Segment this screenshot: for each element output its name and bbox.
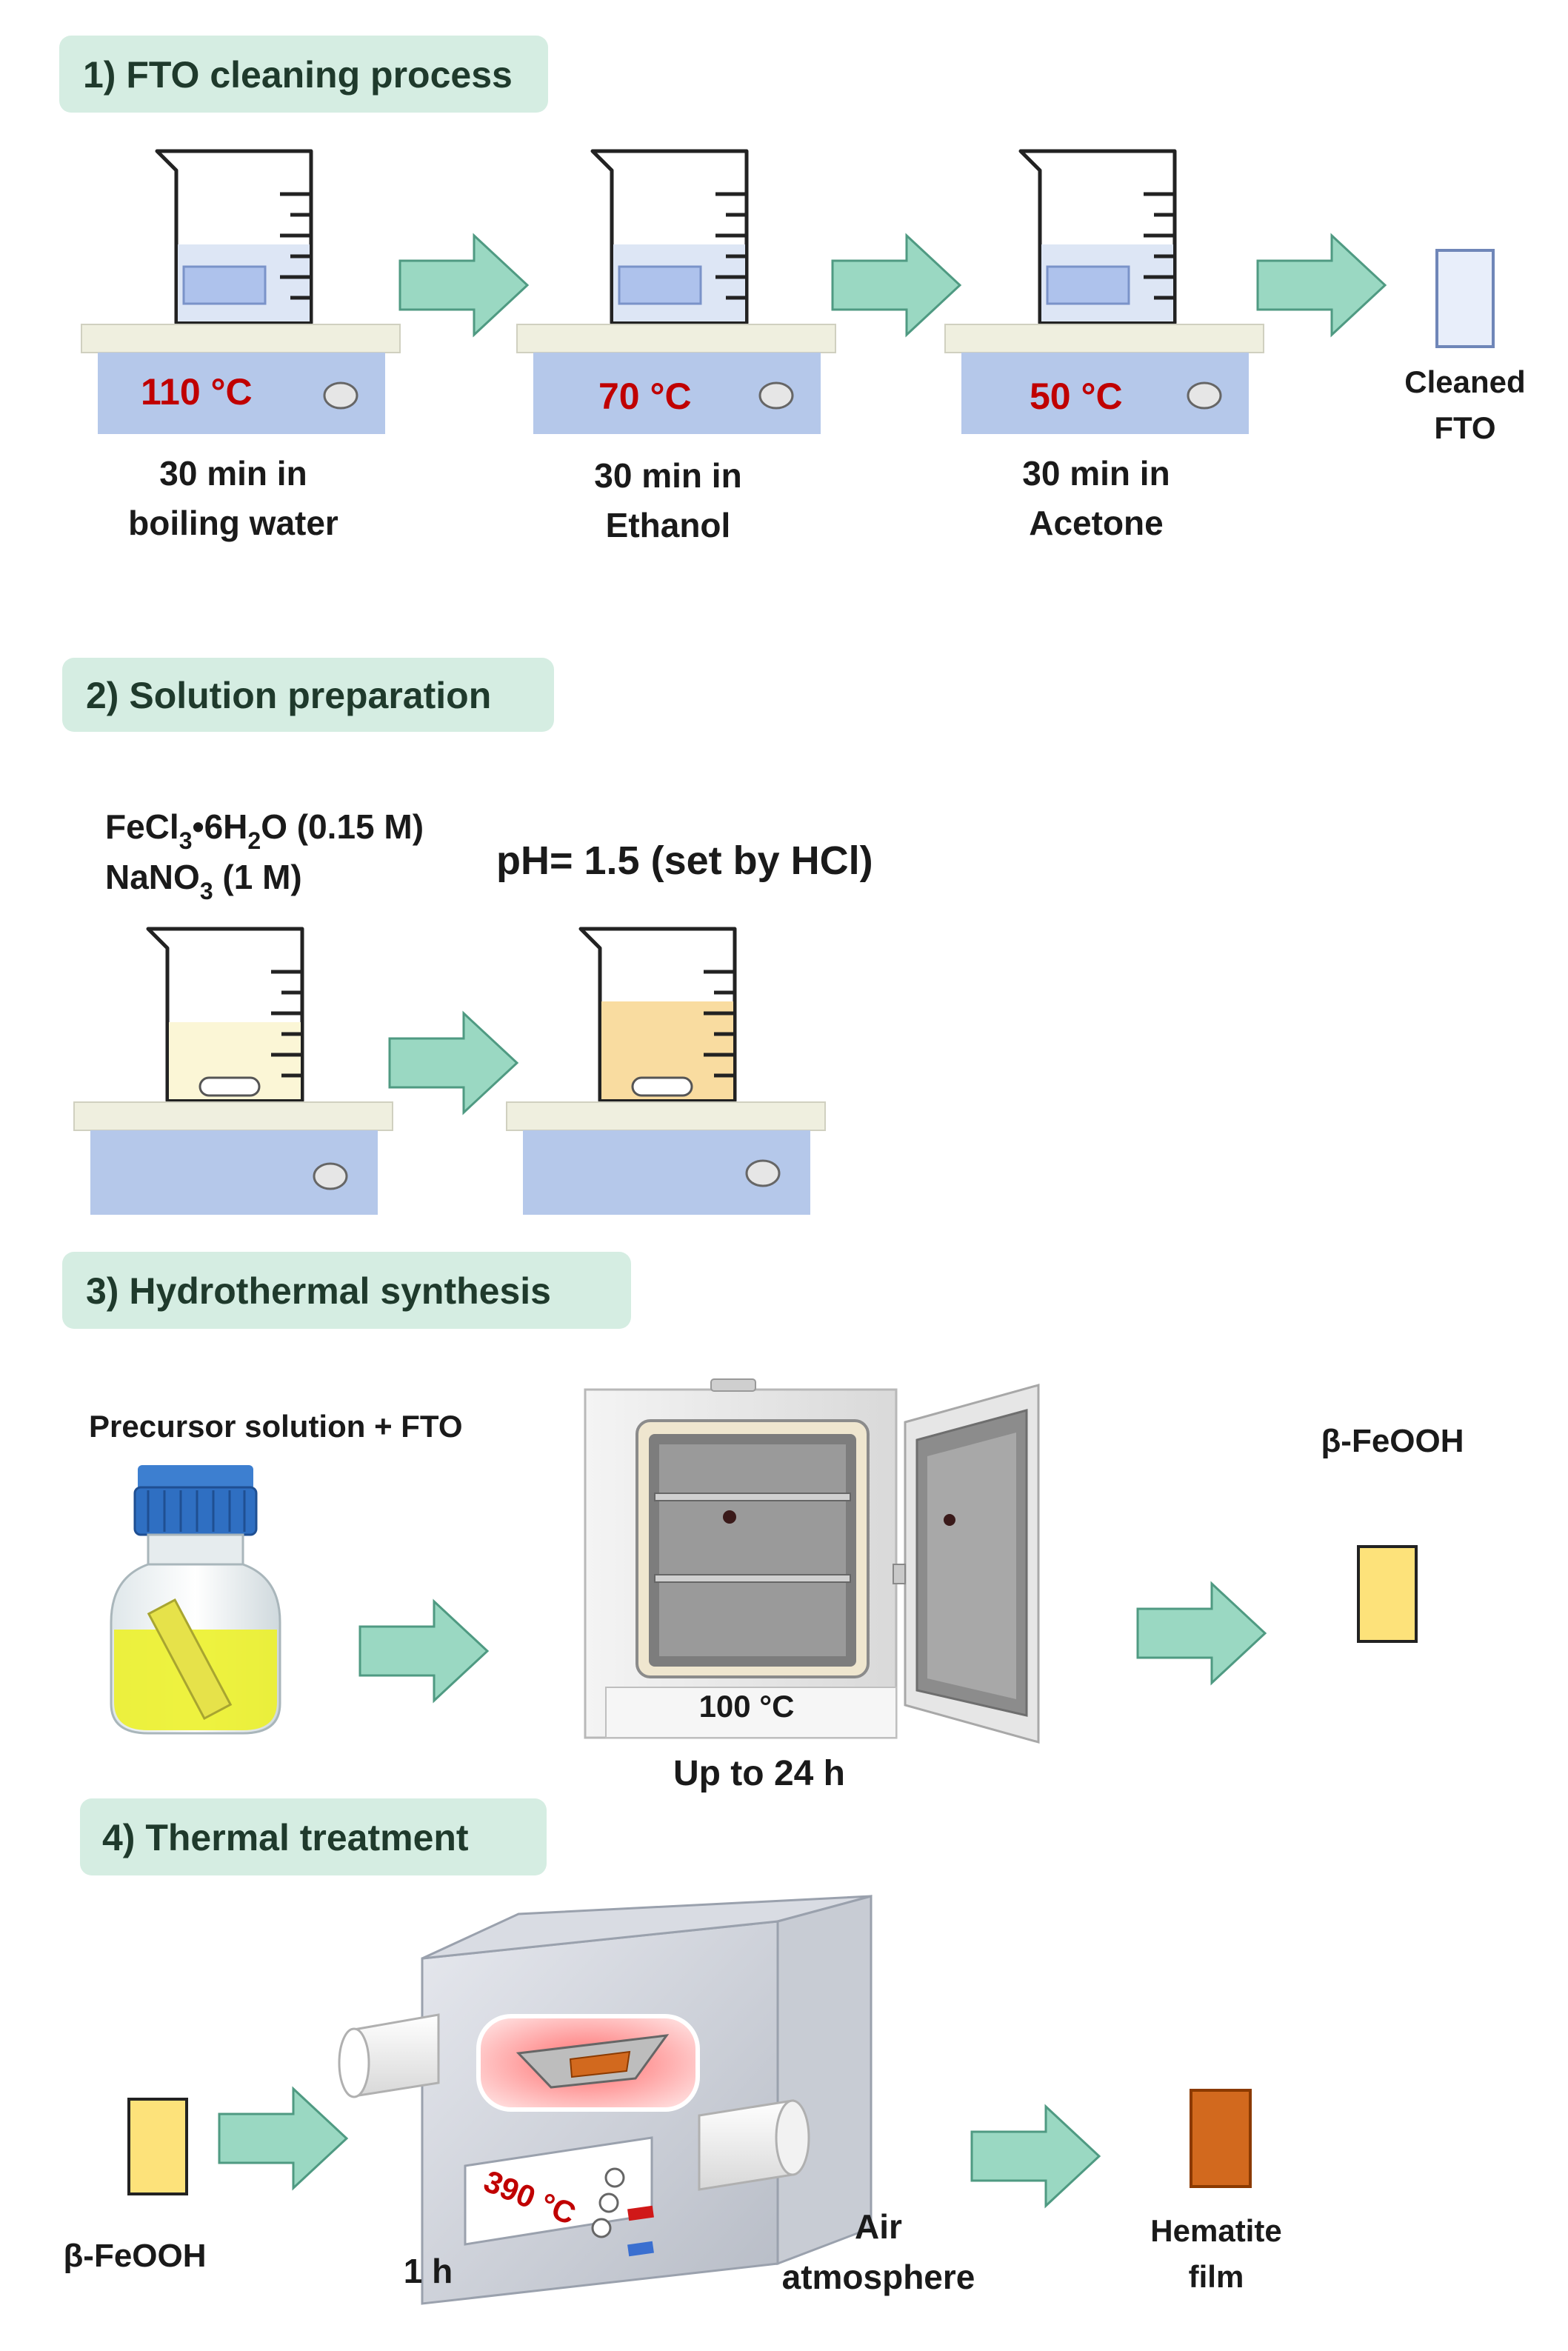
beaker-icon	[590, 149, 749, 325]
blue-button-icon	[627, 2241, 654, 2257]
atmosphere-label: atmosphere	[782, 2258, 975, 2296]
result-label: Cleaned	[1404, 364, 1525, 399]
tube-furnace-icon	[338, 1895, 873, 2305]
step-caption: Acetone	[1029, 504, 1163, 542]
section-title: 1) FTO cleaning process	[83, 54, 513, 96]
section-header-bg	[62, 658, 554, 732]
hotplate-icon	[944, 324, 1264, 434]
red-button-icon	[627, 2205, 654, 2221]
fto-substrate-icon	[618, 265, 702, 305]
control-knob-icon	[591, 2218, 612, 2238]
hotplate-icon	[506, 1101, 826, 1131]
fto-substrate-icon	[147, 1598, 233, 1721]
arrow-icon	[970, 2104, 1101, 2209]
ph-label: pH= 1.5 (set by HCl)	[496, 838, 873, 883]
feooh-film-icon	[127, 2098, 188, 2195]
arrow-icon	[358, 1598, 490, 1704]
quartz-tube-icon	[338, 2013, 810, 2191]
section-thermal-treatment: 4) Thermal treatment β-FeOOH 390 °C	[63, 1798, 1282, 2305]
cleaned-fto-icon	[1435, 249, 1495, 348]
temperature-label: 70 °C	[598, 376, 692, 417]
section-header-bg	[59, 36, 548, 113]
feooh-film-icon	[1357, 1545, 1418, 1643]
section-title: 2) Solution preparation	[86, 675, 491, 716]
reagent-label-nano3: NaNO3 (1 M)	[105, 858, 302, 904]
section-header-bg	[62, 1252, 631, 1329]
duration-label: Up to 24 h	[673, 1754, 845, 1793]
arrow-icon	[1136, 1581, 1267, 1686]
section-header-bg	[80, 1798, 547, 1875]
section-solution-preparation: 2) Solution preparation FeCl3•6H2O (0.15…	[62, 658, 873, 1215]
input-label: β-FeOOH	[63, 2238, 206, 2274]
control-knob-icon	[604, 2167, 625, 2188]
hotplate-icon	[73, 1101, 393, 1131]
stir-bar-icon	[198, 1076, 261, 1097]
step-caption: boiling water	[128, 504, 338, 542]
bottle-icon	[110, 1465, 281, 1735]
duration-label: 1 h	[404, 2252, 453, 2290]
control-knob-icon	[598, 2192, 619, 2213]
step-caption: 30 min in	[594, 456, 741, 495]
fto-substrate-icon	[1046, 265, 1130, 305]
section-fto-cleaning: 1) FTO cleaning process 110 °C 30 min in…	[59, 36, 1526, 544]
solution-beaker-1	[73, 927, 393, 1215]
arrow-icon	[1256, 233, 1387, 338]
product-label: film	[1189, 2259, 1244, 2294]
reagent-label-fecl3: FeCl3•6H2O (0.15 M)	[105, 807, 424, 854]
product-label: β-FeOOH	[1321, 1423, 1464, 1459]
arrow-icon	[388, 1010, 519, 1116]
section-title: 3) Hydrothermal synthesis	[86, 1270, 551, 1312]
step-caption: Ethanol	[606, 506, 731, 544]
arrow-icon	[831, 233, 962, 338]
beaker-icon	[1018, 149, 1177, 325]
step-caption: 30 min in	[1022, 454, 1170, 493]
atmosphere-label: Air	[855, 2207, 902, 2246]
fto-substrate-icon	[182, 265, 267, 305]
cleaning-step-3: 50 °C 30 min in Acetone	[944, 149, 1264, 542]
oven-shelf	[654, 1574, 851, 1583]
solution-beaker-2	[506, 927, 826, 1215]
temperature-label: 50 °C	[1030, 376, 1123, 417]
cleaning-step-1: 110 °C 30 min in boiling water	[81, 149, 401, 542]
arrow-icon	[398, 233, 530, 338]
oven-shelf	[654, 1493, 851, 1501]
arrow-icon	[218, 2086, 349, 2191]
oven-temperature: 100 °C	[699, 1689, 795, 1724]
precursor-label: Precursor solution + FTO	[89, 1409, 463, 1444]
hotplate-icon	[81, 324, 401, 434]
section-hydrothermal-synthesis: 3) Hydrothermal synthesis Precursor solu…	[62, 1252, 1464, 1793]
cleaning-step-2: 70 °C 30 min in Ethanol	[516, 149, 836, 544]
hotplate-icon	[516, 324, 836, 434]
step-caption: 30 min in	[159, 454, 307, 493]
stir-bar-icon	[631, 1076, 693, 1097]
section-title: 4) Thermal treatment	[102, 1817, 469, 1858]
product-label: Hematite	[1150, 2213, 1281, 2248]
result-label: FTO	[1434, 410, 1495, 445]
beaker-icon	[155, 149, 313, 325]
hematite-film-icon	[1190, 2089, 1252, 2188]
oven-icon	[584, 1378, 1040, 1744]
temperature-label: 110 °C	[141, 371, 253, 413]
